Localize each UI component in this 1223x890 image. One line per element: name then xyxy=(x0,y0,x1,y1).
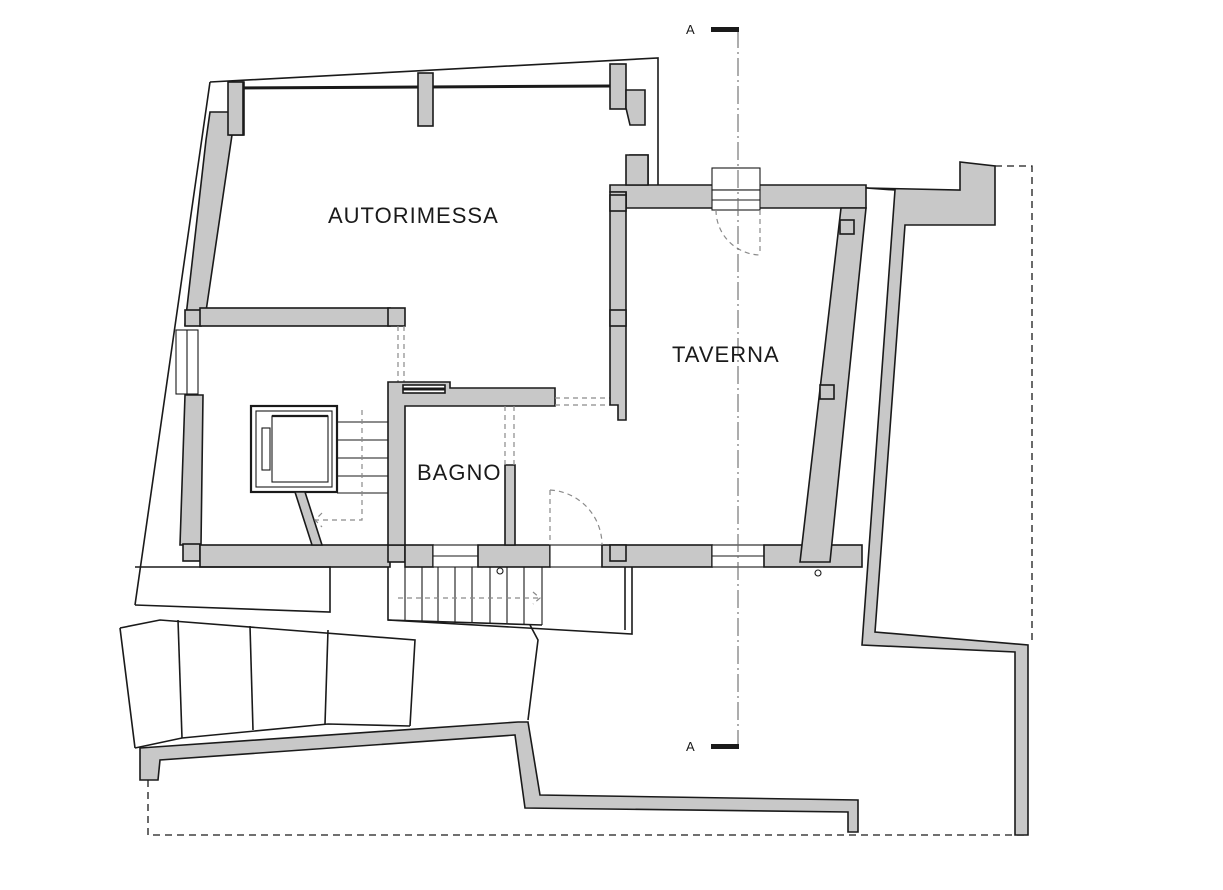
south-walls xyxy=(199,544,863,577)
bagno-walls xyxy=(387,381,610,546)
room-label-taverna: TAVERNA xyxy=(672,342,780,367)
room-label-bagno: BAGNO xyxy=(417,460,501,485)
section-marker-bottom-bar xyxy=(711,744,739,749)
doors xyxy=(549,209,761,546)
garage-interior-beam xyxy=(199,307,406,382)
section-marker-top: A xyxy=(686,22,695,37)
stairs-garage xyxy=(314,410,388,528)
room-labels: AUTORIMESSA TAVERNA BAGNO xyxy=(328,203,780,485)
taverna-walls xyxy=(609,154,1029,836)
property-boundary xyxy=(147,165,1033,836)
section-axis: A A xyxy=(686,22,739,754)
room-label-autorimessa: AUTORIMESSA xyxy=(328,203,499,228)
stairs-external xyxy=(387,567,633,635)
section-marker-bottom: A xyxy=(686,739,695,754)
elevator xyxy=(249,404,339,546)
ground-outlines xyxy=(119,566,539,749)
retaining-wall xyxy=(139,721,859,833)
section-marker-top-bar xyxy=(711,27,739,32)
